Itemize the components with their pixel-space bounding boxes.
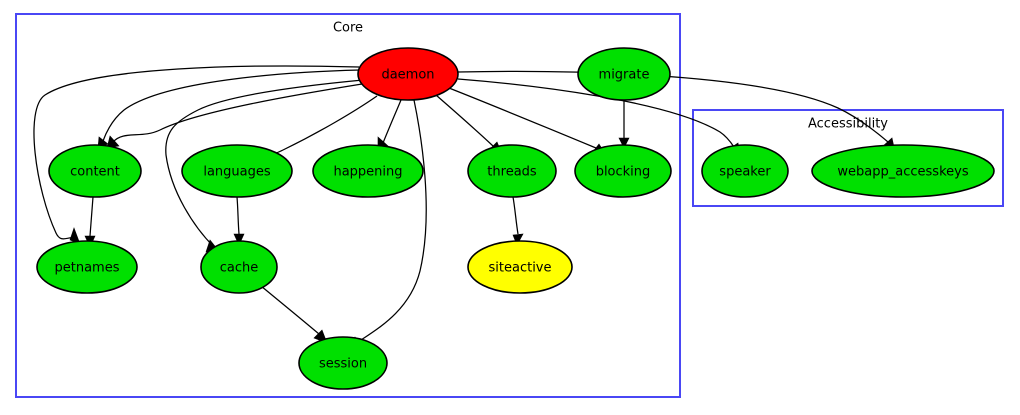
edge-migrate-blocking	[618, 100, 630, 149]
node-shape-siteactive[interactable]	[467, 240, 573, 294]
edge-daemon-session	[347, 99, 427, 349]
edge-line-daemon-content-b	[112, 83, 363, 143]
node-shape-petnames[interactable]	[36, 240, 138, 294]
node-content[interactable]: content	[48, 144, 142, 198]
node-shape-blocking[interactable]	[574, 144, 672, 198]
node-shape-languages[interactable]	[181, 144, 293, 198]
edge-line-daemon-threads	[435, 94, 494, 147]
node-petnames[interactable]: petnames	[36, 240, 138, 294]
cluster-border-core	[15, 13, 681, 398]
edge-line-content-petnames	[89, 196, 94, 237]
cluster-accessibility: Accessibility	[692, 109, 1004, 207]
node-threads[interactable]: threads	[467, 144, 557, 198]
node-shape-session[interactable]	[298, 336, 388, 390]
edge-threads-siteactive	[512, 196, 524, 246]
node-shape-migrate[interactable]	[577, 47, 671, 101]
edge-daemon-content-b	[106, 83, 363, 149]
edge-line-languages-cache	[236, 196, 240, 235]
edge-line-daemon-petnames	[33, 65, 360, 242]
edge-daemon-happening	[377, 99, 402, 150]
edge-languages-cache	[233, 196, 245, 246]
node-cache[interactable]: cache	[200, 240, 278, 294]
arrowhead-icon	[618, 137, 630, 149]
node-shape-happening[interactable]	[312, 144, 424, 198]
node-webapp_accesskeys[interactable]: webapp_accesskeys	[811, 144, 995, 198]
edge-daemon-threads	[435, 94, 503, 155]
edge-line-daemon-content-a	[102, 69, 361, 142]
edge-line-threads-siteactive	[512, 196, 519, 235]
node-shape-webapp_accesskeys[interactable]	[811, 144, 995, 198]
nodes-layer: daemon migrate content languages happening th…	[36, 47, 995, 390]
node-daemon[interactable]: daemon	[357, 47, 459, 101]
edge-cache-session	[260, 285, 328, 344]
cluster-label-core: Core	[333, 21, 363, 36]
cluster-core: Core	[15, 13, 681, 398]
node-session[interactable]: session	[298, 336, 388, 390]
node-shape-speaker[interactable]	[701, 144, 789, 198]
node-shape-daemon[interactable]	[357, 47, 459, 101]
edge-line-daemon-speaker	[457, 78, 735, 148]
node-blocking[interactable]: blocking	[574, 144, 672, 198]
edge-content-petnames	[84, 196, 96, 248]
arrowhead-icon	[512, 233, 524, 246]
edge-line-daemon-webapp	[457, 70, 889, 143]
edge-line-daemon-happening	[382, 99, 402, 144]
node-migrate[interactable]: migrate	[577, 47, 671, 101]
cluster-label-accessibility: Accessibility	[808, 117, 888, 132]
edge-line-cache-session	[260, 285, 320, 335]
node-siteactive[interactable]: siteactive	[467, 240, 573, 294]
edge-line-daemon-blocking	[448, 87, 597, 149]
node-shape-threads[interactable]	[467, 144, 557, 198]
node-shape-content[interactable]	[48, 144, 142, 198]
node-happening[interactable]: happening	[312, 144, 424, 198]
node-speaker[interactable]: speaker	[701, 144, 789, 198]
node-shape-cache[interactable]	[200, 240, 278, 294]
edge-line-daemon-session	[357, 99, 427, 343]
node-languages[interactable]: languages	[181, 144, 293, 198]
cluster-border-accessibility	[692, 109, 1004, 207]
arrowhead-icon	[233, 233, 245, 246]
edge-daemon-blocking	[448, 87, 607, 156]
edge-daemon-webapp	[457, 70, 896, 153]
edge-line-daemon-cache	[165, 79, 364, 248]
